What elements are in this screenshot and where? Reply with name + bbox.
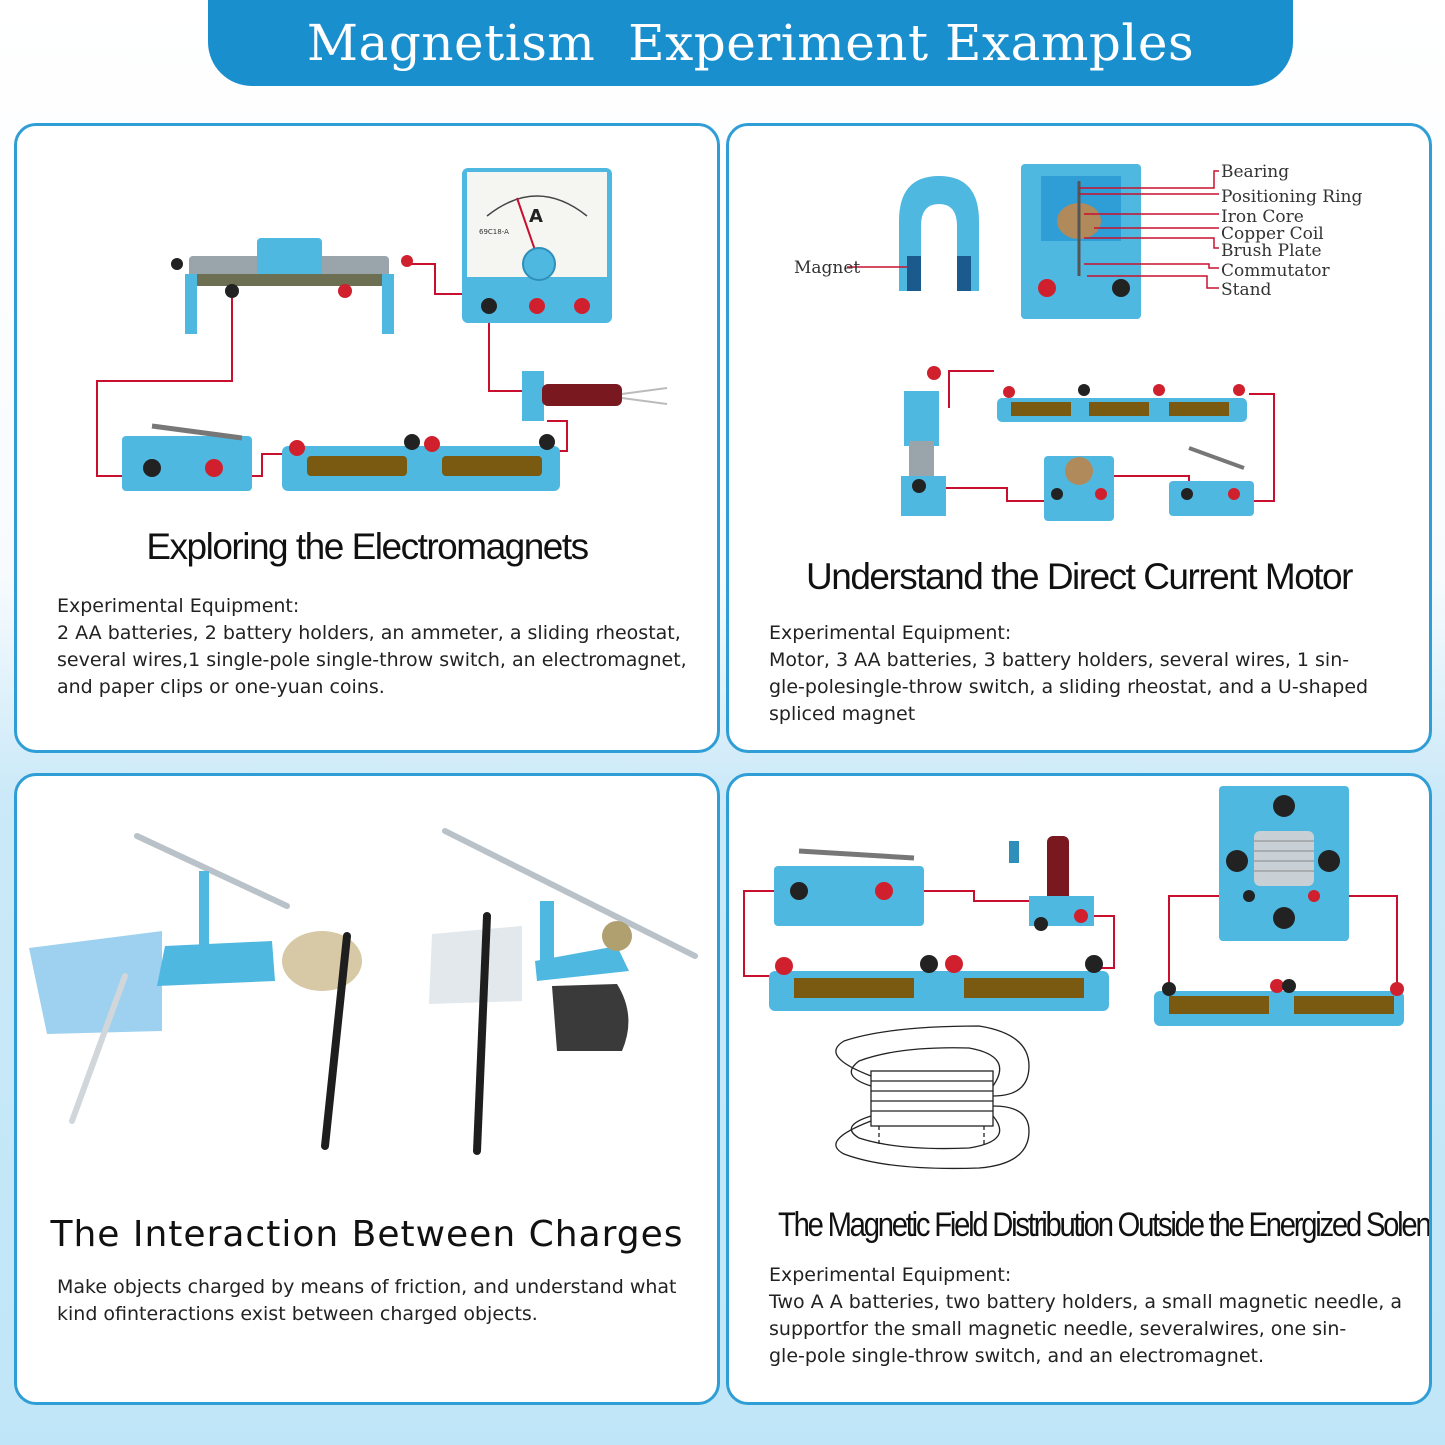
- page-title: Magnetism Experiment Examples: [306, 14, 1195, 72]
- panel-title: The Interaction Between Charges: [50, 1214, 684, 1255]
- desc-line: Motor, 3 AA batteries, 3 battery holders…: [769, 649, 1350, 671]
- electromagnet-circuit-illustration: A 69C18-A: [96, 168, 668, 491]
- sliding-rheostat: [901, 366, 946, 516]
- desc-line: Experimental Equipment:: [769, 1264, 1012, 1286]
- panel-dc-motor: Magnet Bearing Positioning Ring Iron Cor…: [726, 123, 1432, 753]
- part-label-positioning-ring: Positioning Ring: [1221, 187, 1362, 207]
- panel-description: Experimental Equipment: 2 AA batteries, …: [57, 593, 697, 701]
- ammeter-unit: A: [529, 206, 543, 227]
- desc-line: Experimental Equipment:: [769, 622, 1012, 644]
- part-label-stand: Stand: [1221, 280, 1272, 300]
- dc-motor: [1021, 164, 1141, 319]
- desc-line: several wires,1 single-pole single-throw…: [57, 649, 687, 671]
- part-label-brush-plate: Brush Plate: [1221, 241, 1322, 261]
- part-label-bearing: Bearing: [1221, 162, 1289, 182]
- desc-line: Two A A batteries, two battery holders, …: [769, 1291, 1402, 1313]
- part-label-commutator: Commutator: [1221, 261, 1330, 281]
- switch: [774, 848, 924, 926]
- u-shaped-magnet: [899, 176, 979, 291]
- panel-title: Understand the Direct Current Motor: [806, 556, 1353, 597]
- panel-title: The Magnetic Field Distribution Outside …: [778, 1206, 1432, 1244]
- magnet-label: Magnet: [794, 258, 860, 278]
- battery-holders: [769, 955, 1109, 1011]
- charges-illustration: [29, 828, 698, 1155]
- desc-line: and paper clips or one-yuan coins.: [57, 676, 385, 698]
- ammeter-model: 69C18-A: [479, 228, 509, 236]
- desc-line: Make objects charged by means of frictio…: [57, 1276, 677, 1298]
- panel-electromagnets: A 69C18-A: [14, 123, 720, 753]
- magnetic-needle-support: [1009, 836, 1094, 931]
- electromagnet: [522, 371, 668, 421]
- desc-line: supportfor the small magnetic needle, se…: [769, 1318, 1347, 1340]
- desc-line: Experimental Equipment:: [57, 595, 300, 617]
- panel-description: Experimental Equipment: Motor, 3 AA batt…: [769, 620, 1409, 728]
- desc-line: spliced magnet: [769, 703, 916, 725]
- electromagnet-with-compasses: [1219, 786, 1349, 941]
- magnetic-field-diagram: [835, 1025, 1030, 1170]
- battery-holders: [282, 434, 560, 491]
- battery-holders: [997, 384, 1247, 422]
- desc-line: gle-polesingle-throw switch, a sliding r…: [769, 676, 1369, 698]
- header-banner: Magnetism Experiment Examples: [208, 0, 1293, 86]
- dc-motor-illustration: Magnet Bearing Positioning Ring Iron Cor…: [794, 162, 1362, 521]
- battery-holders-right: [1154, 979, 1404, 1026]
- glass-rod-stand-right: [429, 828, 698, 1155]
- part-label-copper-coil: Copper Coil: [1221, 224, 1324, 244]
- desc-line: gle-pole single-throw switch, and an ele…: [769, 1345, 1265, 1367]
- part-label-iron-core: Iron Core: [1221, 207, 1304, 227]
- switch: [1169, 446, 1254, 516]
- ammeter: A 69C18-A: [462, 168, 612, 323]
- desc-line: 2 AA batteries, 2 battery holders, an am…: [57, 622, 681, 644]
- glass-rod-stand-left: [29, 833, 362, 1150]
- panel-title: Exploring the Electromagnets: [146, 526, 589, 567]
- solenoid-illustration: [743, 786, 1404, 1170]
- switch: [122, 423, 252, 491]
- panel-description: Experimental Equipment: Two A A batterie…: [769, 1262, 1409, 1370]
- motor-small: [1044, 456, 1114, 521]
- panel-charges: The Interaction Between Charges Make obj…: [14, 773, 720, 1405]
- sliding-rheostat: [171, 238, 413, 334]
- panel-description: Make objects charged by means of frictio…: [57, 1274, 697, 1328]
- panel-solenoid: The Magnetic Field Distribution Outside …: [726, 773, 1432, 1405]
- desc-line: kind ofinteractions exist between charge…: [57, 1303, 538, 1325]
